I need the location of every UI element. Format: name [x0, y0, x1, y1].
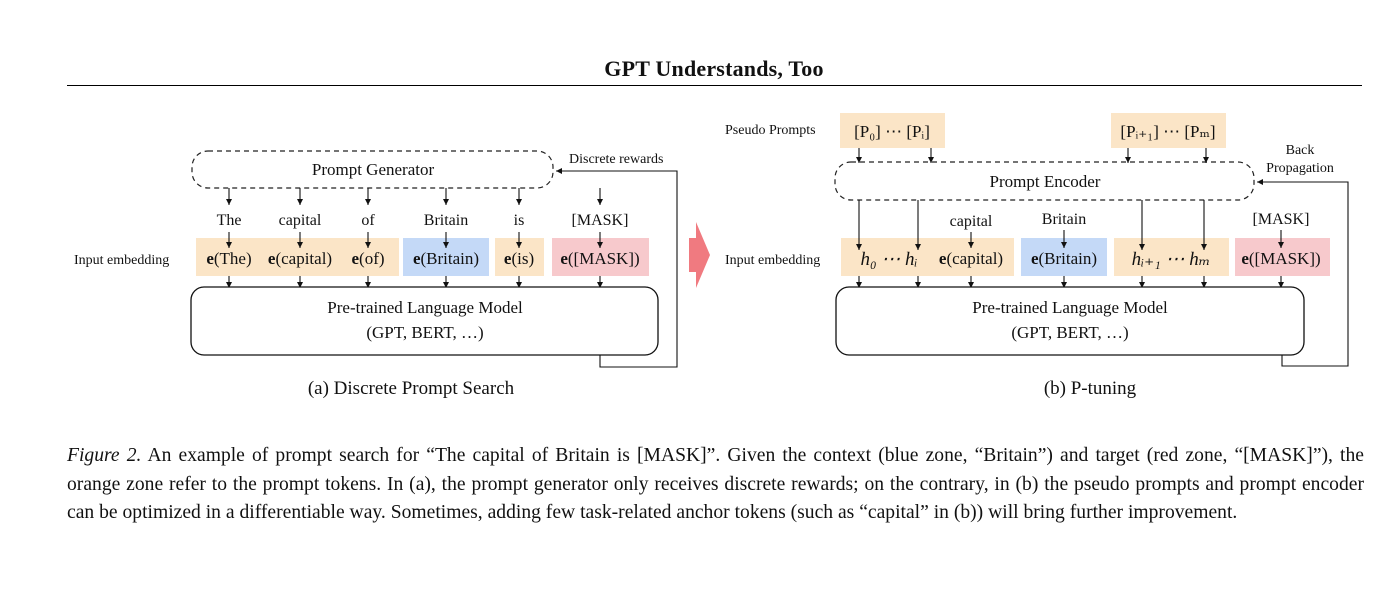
header-rule: [67, 85, 1362, 86]
input-embedding-label-a: Input embedding: [74, 253, 169, 268]
running-header-title: GPT Understands, Too: [604, 56, 824, 81]
emb-anchor-capital: e(capital): [939, 249, 1003, 268]
word-to-emb-arrows-b: [968, 230, 1284, 248]
pseudo-prompts-left: [P₀] ⋯ [Pᵢ]: [854, 122, 930, 141]
discrete-rewards-label: Discrete rewards: [569, 152, 663, 167]
emb-of: e(of): [351, 249, 384, 268]
target-word-mask: [MASK]: [1253, 211, 1310, 228]
language-model-box-b: [835, 286, 1305, 356]
token-word-britain: Britain: [424, 212, 468, 229]
pseudo-prompt-zone-right: [1111, 113, 1226, 148]
token-word-is: is: [514, 212, 525, 229]
lm-title-a: Pre-trained Language Model: [327, 298, 523, 317]
token-word-mask: [MASK]: [572, 212, 629, 229]
pseudo-prompts-right: [Pᵢ₊₁] ⋯ [Pₘ]: [1120, 122, 1215, 141]
figure-caption-text: An example of prompt search for “The cap…: [67, 445, 1364, 524]
emb-is: e(is): [504, 249, 534, 268]
prompt-zone-b-left: [841, 238, 1014, 276]
subcaption-b: (b) P-tuning: [1044, 378, 1137, 399]
transition-arrow-icon: [689, 222, 710, 288]
figure-caption: Figure 2. An example of prompt search fo…: [67, 442, 1364, 528]
token-word-the: The: [217, 212, 242, 229]
prompt-zone-b-right: [1114, 238, 1229, 276]
emb-britain: e(Britain): [413, 249, 479, 268]
generator-arrows: [226, 188, 603, 205]
subcaption-a: (a) Discrete Prompt Search: [308, 378, 515, 399]
lm-title-b: Pre-trained Language Model: [972, 298, 1168, 317]
hidden-states-left: h₀ ⋯ hᵢ: [860, 249, 917, 270]
emb-to-lm-arrows: [226, 276, 603, 288]
lm-subtitle-b: (GPT, BERT, …): [1011, 323, 1128, 342]
pseudo-prompts-label: Pseudo Prompts: [725, 123, 816, 138]
discrete-reward-feedback-arrow: [556, 168, 678, 368]
prompt-generator-label: Prompt Generator: [312, 160, 435, 179]
prompt-encoder-label: Prompt Encoder: [990, 172, 1101, 191]
emb-mask: e([MASK]): [560, 249, 639, 268]
token-word-of: of: [361, 212, 375, 229]
hidden-states-right: hᵢ₊₁ ⋯ hₘ: [1132, 249, 1211, 270]
context-word-britain: Britain: [1042, 211, 1086, 228]
pseudo-to-encoder-arrows: [856, 148, 1209, 163]
token-word-capital: capital: [279, 212, 322, 229]
emb-target-mask: e([MASK]): [1241, 249, 1320, 268]
prompt-encoder-box: [834, 161, 1255, 201]
input-embedding-label-b: Input embedding: [725, 253, 820, 268]
emb-to-lm-arrows-b: [856, 276, 1284, 288]
panel-b: Pseudo Prompts [P₀] ⋯ [Pᵢ] [Pᵢ₊₁] ⋯ [Pₘ]…: [725, 113, 1349, 399]
lm-subtitle-a: (GPT, BERT, …): [366, 323, 483, 342]
pseudo-prompt-zone-left: [840, 113, 945, 148]
back-propagation-label-1: Back: [1286, 143, 1315, 158]
figure-2: Prompt Generator Discrete rewards The ca…: [74, 113, 1349, 399]
anchor-word-capital: capital: [950, 213, 993, 230]
language-model-box-a: [190, 286, 659, 356]
emb-capital: e(capital): [268, 249, 332, 268]
back-propagation-label-2: Propagation: [1266, 161, 1334, 176]
emb-context-britain: e(Britain): [1031, 249, 1097, 268]
prompt-generator-box: [191, 150, 554, 189]
emb-the: e(The): [206, 249, 251, 268]
back-propagation-arrow: [1257, 179, 1349, 367]
encoder-to-hidden-arrows: [856, 200, 1207, 250]
figure-caption-label: Figure 2.: [67, 445, 142, 466]
word-to-emb-arrows: [226, 232, 603, 248]
panel-a: Prompt Generator Discrete rewards The ca…: [74, 150, 678, 399]
